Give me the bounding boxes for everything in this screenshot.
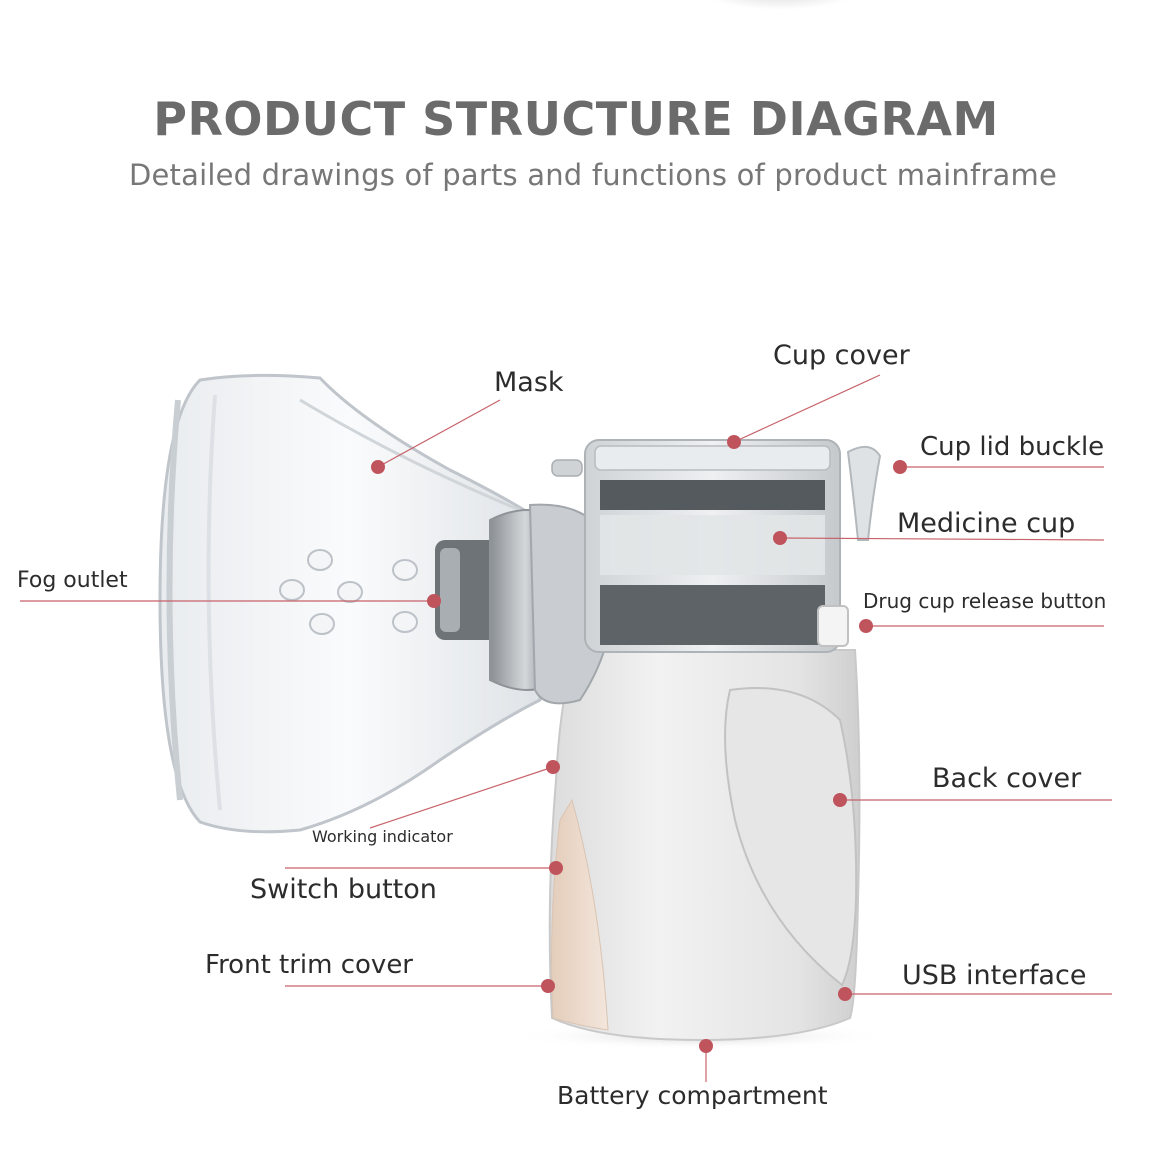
label-back-cover: Back cover xyxy=(932,763,1081,794)
dot-back-cover xyxy=(833,793,847,807)
dot-medicine-cup xyxy=(773,531,787,545)
label-mask: Mask xyxy=(494,367,564,398)
label-medicine-cup: Medicine cup xyxy=(897,508,1075,539)
dot-usb-interface xyxy=(838,987,852,1001)
dot-fog-outlet xyxy=(427,594,441,608)
label-working-indicator: Working indicator xyxy=(312,827,453,846)
dot-drug-cup-release-button xyxy=(859,619,873,633)
dot-working-indicator xyxy=(546,760,560,774)
label-switch-button: Switch button xyxy=(250,874,437,905)
medicine-cup-shape xyxy=(552,440,880,652)
label-cup-cover: Cup cover xyxy=(773,340,910,371)
label-fog-outlet: Fog outlet xyxy=(17,568,128,593)
label-drug-cup-release-button: Drug cup release button xyxy=(863,589,1106,613)
dot-mask xyxy=(371,460,385,474)
label-cup-lid-buckle: Cup lid buckle xyxy=(920,432,1104,462)
label-front-trim-cover: Front trim cover xyxy=(205,950,413,980)
dot-battery-compartment xyxy=(699,1039,713,1053)
label-battery-compartment: Battery compartment xyxy=(557,1081,828,1110)
label-usb-interface: USB interface xyxy=(902,960,1086,991)
dot-front-trim-cover xyxy=(541,979,555,993)
dot-switch-button xyxy=(549,861,563,875)
dot-cup-cover xyxy=(727,435,741,449)
dot-cup-lid-buckle xyxy=(893,460,907,474)
device-body xyxy=(550,650,860,1040)
